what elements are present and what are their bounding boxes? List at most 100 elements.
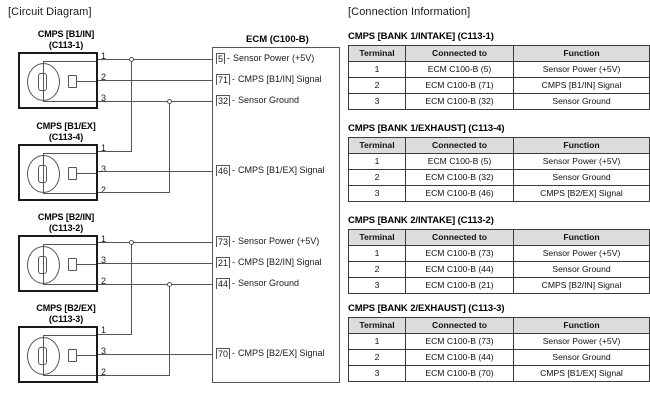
table-header-row: Terminal Connected to Function xyxy=(348,45,650,62)
ecm-pin-44: 44 - Sensor Ground xyxy=(216,278,299,289)
table-row: 1 ECM C100-B (73) Sensor Power (+5V) xyxy=(348,333,650,350)
cell-function: Sensor Power (+5V) xyxy=(513,245,650,262)
ecm-pin-tag-32: 32 xyxy=(216,95,231,106)
ecm-pin-label-32: Sensor Ground xyxy=(238,95,300,105)
table-row: 1 ECM C100-B (5) Sensor Power (+5V) xyxy=(348,153,650,170)
connector-label-b2ex-code: (C113-3) xyxy=(48,314,84,324)
junction-b1-power xyxy=(128,56,134,62)
ecm-pin-tag-71: 71 xyxy=(216,74,231,85)
connector-label-b1ex-name: CMPS [B1/EX] xyxy=(36,121,96,131)
connector-internal-lead-b2ex-3 xyxy=(76,355,96,356)
table-bank2-exhaust: Terminal Connected to Function 1 ECM C10… xyxy=(348,317,650,382)
connector-internal-lead-b1ex-2 xyxy=(43,193,96,194)
ecm-pin-label-70: CMPS [B2/EX] Signal xyxy=(238,348,325,358)
cell-terminal: 2 xyxy=(348,261,406,278)
connector-body-b1ex xyxy=(18,144,98,201)
cell-connected-to: ECM C100-B (5) xyxy=(405,61,514,78)
ecm-pin-tag-46: 46 xyxy=(216,165,231,176)
table-row: 1 ECM C100-B (5) Sensor Power (+5V) xyxy=(348,61,650,78)
ecm-pin-5: 5 - Sensor Power (+5V) xyxy=(216,53,314,64)
ecm-pin-tag-73: 73 xyxy=(216,236,231,247)
connector-internal-lead-b1in-2 xyxy=(76,81,96,82)
table-header-connected-to: Connected to xyxy=(405,137,514,154)
connector-oval-inner-b1in xyxy=(38,73,47,91)
cell-function: Sensor Ground xyxy=(513,93,650,110)
connector-pin-number-b2in-3: 3 xyxy=(101,255,107,265)
cell-connected-to: ECM C100-B (70) xyxy=(405,365,514,382)
table-title-bank1-exhaust: CMPS [BANK 1/EXHAUST] (C113-4) xyxy=(348,123,505,134)
ecm-pin-label-5: Sensor Power (+5V) xyxy=(233,53,315,63)
cell-terminal: 1 xyxy=(348,245,406,262)
cell-function: Sensor Ground xyxy=(513,261,650,278)
table-header-connected-to: Connected to xyxy=(405,317,514,334)
table-bank1-intake: Terminal Connected to Function 1 ECM C10… xyxy=(348,45,650,110)
table-header-terminal: Terminal xyxy=(348,137,406,154)
cell-function: Sensor Power (+5V) xyxy=(513,333,650,350)
ecm-pin-label-71: CMPS [B1/IN] Signal xyxy=(238,74,322,84)
junction-b1-ground xyxy=(166,98,172,104)
connector-internal-lead-b2in-1 xyxy=(43,244,96,245)
cell-connected-to: ECM C100-B (44) xyxy=(405,349,514,366)
connector-body-b2in xyxy=(18,235,98,292)
table-title-bank2-exhaust: CMPS [BANK 2/EXHAUST] (C113-3) xyxy=(348,303,505,314)
cell-function: CMPS [B1/EX] Signal xyxy=(513,365,650,382)
ecm-pin-separator-21: - xyxy=(232,257,236,267)
junction-b2-power xyxy=(128,239,134,245)
cell-connected-to: ECM C100-B (5) xyxy=(405,153,514,170)
connector-pin-number-b2ex-3: 3 xyxy=(101,346,107,356)
table-header-connected-to: Connected to xyxy=(405,45,514,62)
cell-terminal: 3 xyxy=(348,365,406,382)
cell-function: Sensor Ground xyxy=(513,349,650,366)
table-header-row: Terminal Connected to Function xyxy=(348,229,650,246)
connector-oval-inner-b2ex xyxy=(38,347,47,365)
connector-label-b2in-name: CMPS [B2/IN] xyxy=(37,212,95,222)
connector-internal-lead-b1ex-3 xyxy=(76,173,96,174)
table-row: 2 ECM C100-B (71) CMPS [B1/IN] Signal xyxy=(348,77,650,94)
wire-b1in-signal xyxy=(98,80,213,81)
cell-function: CMPS [B2/EX] Signal xyxy=(513,185,650,202)
table-header-function: Function xyxy=(513,317,650,334)
ecm-pin-71: 71 - CMPS [B1/IN] Signal xyxy=(216,74,322,85)
wire-b1ex-ground-drop xyxy=(169,101,170,192)
cell-connected-to: ECM C100-B (73) xyxy=(405,333,514,350)
ecm-pin-separator-71: - xyxy=(232,74,236,84)
table-header-function: Function xyxy=(513,45,650,62)
connector-internal-lead-b2ex-2 xyxy=(43,375,96,376)
connection-information-caption: [Connection Information] xyxy=(348,6,471,18)
connector-internal-lead-b1in-1 xyxy=(43,61,96,62)
connector-pin-number-b1in-1: 1 xyxy=(101,51,107,61)
wire-b2ex-pin1-to-power xyxy=(98,334,132,335)
table-row: 3 ECM C100-B (32) Sensor Ground xyxy=(348,93,650,110)
table-row: 1 ECM C100-B (73) Sensor Power (+5V) xyxy=(348,245,650,262)
wire-b2ex-ground-drop xyxy=(169,284,170,375)
cell-terminal: 2 xyxy=(348,349,406,366)
connector-body-b2ex xyxy=(18,326,98,383)
ecm-pin-label-46: CMPS [B1/EX] Signal xyxy=(238,165,325,175)
connector-pin-number-b2in-2: 2 xyxy=(101,276,107,286)
table-row: 2 ECM C100-B (44) Sensor Ground xyxy=(348,349,650,366)
table-header-terminal: Terminal xyxy=(348,317,406,334)
connector-internal-riser-b2ex xyxy=(43,335,44,375)
wire-b1-ground-bus xyxy=(98,101,213,102)
ecm-pin-21: 21 - CMPS [B2/IN] Signal xyxy=(216,257,322,268)
wire-b1ex-signal xyxy=(98,171,213,172)
connector-internal-lead-b1ex-1 xyxy=(43,153,96,154)
ecm-pin-separator-44: - xyxy=(232,278,236,288)
cell-terminal: 1 xyxy=(348,153,406,170)
table-header-row: Terminal Connected to Function xyxy=(348,317,650,334)
wire-b2-ground-bus xyxy=(98,284,213,285)
cell-terminal: 2 xyxy=(348,77,406,94)
wire-b1ex-pin2-to-ground xyxy=(98,192,170,193)
cell-connected-to: ECM C100-B (21) xyxy=(405,277,514,294)
wire-b1ex-power-drop xyxy=(131,59,132,151)
connector-pin-number-b1in-2: 2 xyxy=(101,72,107,82)
cell-function: Sensor Power (+5V) xyxy=(513,61,650,78)
ecm-pin-label-44: Sensor Ground xyxy=(238,278,300,288)
ecm-pin-46: 46 - CMPS [B1/EX] Signal xyxy=(216,165,325,176)
ecm-pin-32: 32 - Sensor Ground xyxy=(216,95,299,106)
wire-b2ex-signal xyxy=(98,354,213,355)
ecm-pin-tag-44: 44 xyxy=(216,278,231,289)
connector-internal-lead-b2in-2 xyxy=(43,284,96,285)
connector-label-b2in-code: (C113-2) xyxy=(48,223,84,233)
ecm-title: ECM (C100-B) xyxy=(246,34,309,45)
